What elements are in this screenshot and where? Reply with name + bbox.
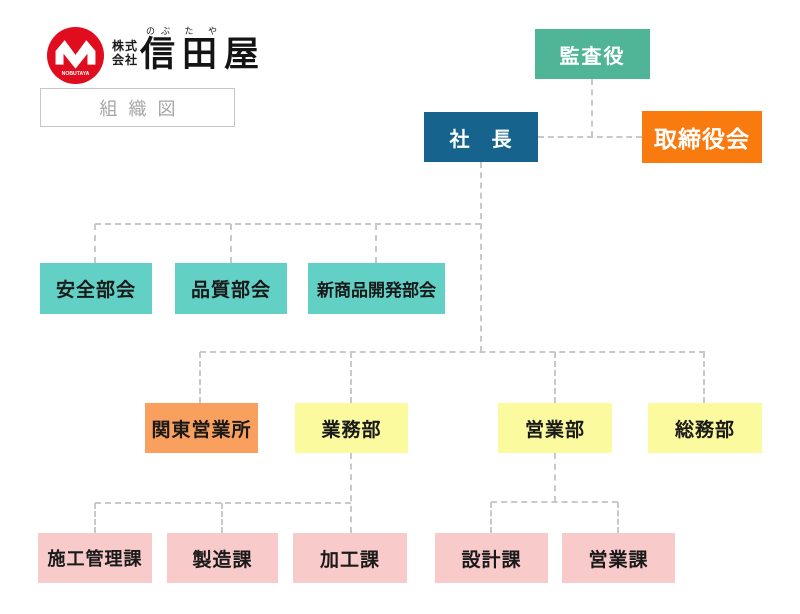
org-node-president: 社 長 — [424, 112, 538, 162]
org-node-design-section: 設計課 — [435, 533, 548, 583]
org-node-sales-section: 営業課 — [562, 533, 675, 583]
connector-newproduct-drop — [375, 224, 377, 263]
org-node-new-product-dev-committee: 新商品開発部会 — [308, 263, 445, 314]
connector-design-drop — [490, 502, 492, 533]
connector-committee-bus — [95, 223, 481, 225]
connector-operations-drop — [350, 352, 352, 403]
company-prefix: 株式 会社 — [112, 39, 139, 68]
company-name: 株式 会社 のぶ た や 信田屋 — [112, 24, 266, 74]
org-node-safety-committee: 安全部会 — [40, 263, 152, 314]
org-node-auditor: 監査役 — [535, 29, 650, 79]
org-node-sales-dept: 営業部 — [498, 403, 612, 453]
connector-safety-drop — [94, 224, 96, 263]
org-node-construction-mgmt-section: 施工管理課 — [38, 533, 152, 583]
connector-quality-drop — [230, 224, 232, 263]
connector-salesdept-down — [554, 453, 556, 502]
company-prefix-top: 株式 — [112, 39, 139, 54]
org-node-general-affairs-dept: 総務部 — [648, 403, 762, 453]
org-node-quality-committee: 品質部会 — [175, 263, 287, 314]
connector-generalaffairs-drop — [703, 352, 705, 403]
company-brand: NOBUTAYA 株式 会社 のぶ た や 信田屋 — [47, 24, 266, 84]
company-logo-icon: NOBUTAYA — [47, 27, 104, 84]
connector-salessection-drop — [617, 502, 619, 533]
connector-president-down — [480, 162, 482, 352]
connector-construction-drop — [94, 503, 96, 533]
connector-president-board — [538, 136, 642, 138]
page-title: 組織図 — [40, 88, 235, 127]
connector-salesdept-drop — [554, 352, 556, 403]
connector-operations-down — [350, 453, 352, 533]
svg-text:NOBUTAYA: NOBUTAYA — [62, 71, 90, 77]
company-prefix-bottom: 会社 — [112, 52, 139, 67]
company-name-furigana: のぶ た や — [146, 26, 224, 36]
connector-auditor-down — [591, 79, 593, 137]
org-node-operations-dept: 業務部 — [295, 403, 408, 453]
connector-dept-bus — [200, 351, 705, 353]
company-name-kanji: 信田屋 — [140, 34, 267, 75]
connector-kanto-drop — [199, 352, 201, 403]
org-node-manufacturing-section: 製造課 — [167, 533, 278, 583]
connector-operations-children-bus — [95, 502, 351, 504]
org-node-kanto-sales-office: 関東営業所 — [145, 403, 258, 453]
org-node-board-of-directors: 取締役会 — [642, 111, 762, 163]
connector-manufacturing-drop — [221, 503, 223, 533]
connector-sales-children-bus — [491, 501, 618, 503]
org-node-processing-section: 加工課 — [293, 533, 407, 583]
